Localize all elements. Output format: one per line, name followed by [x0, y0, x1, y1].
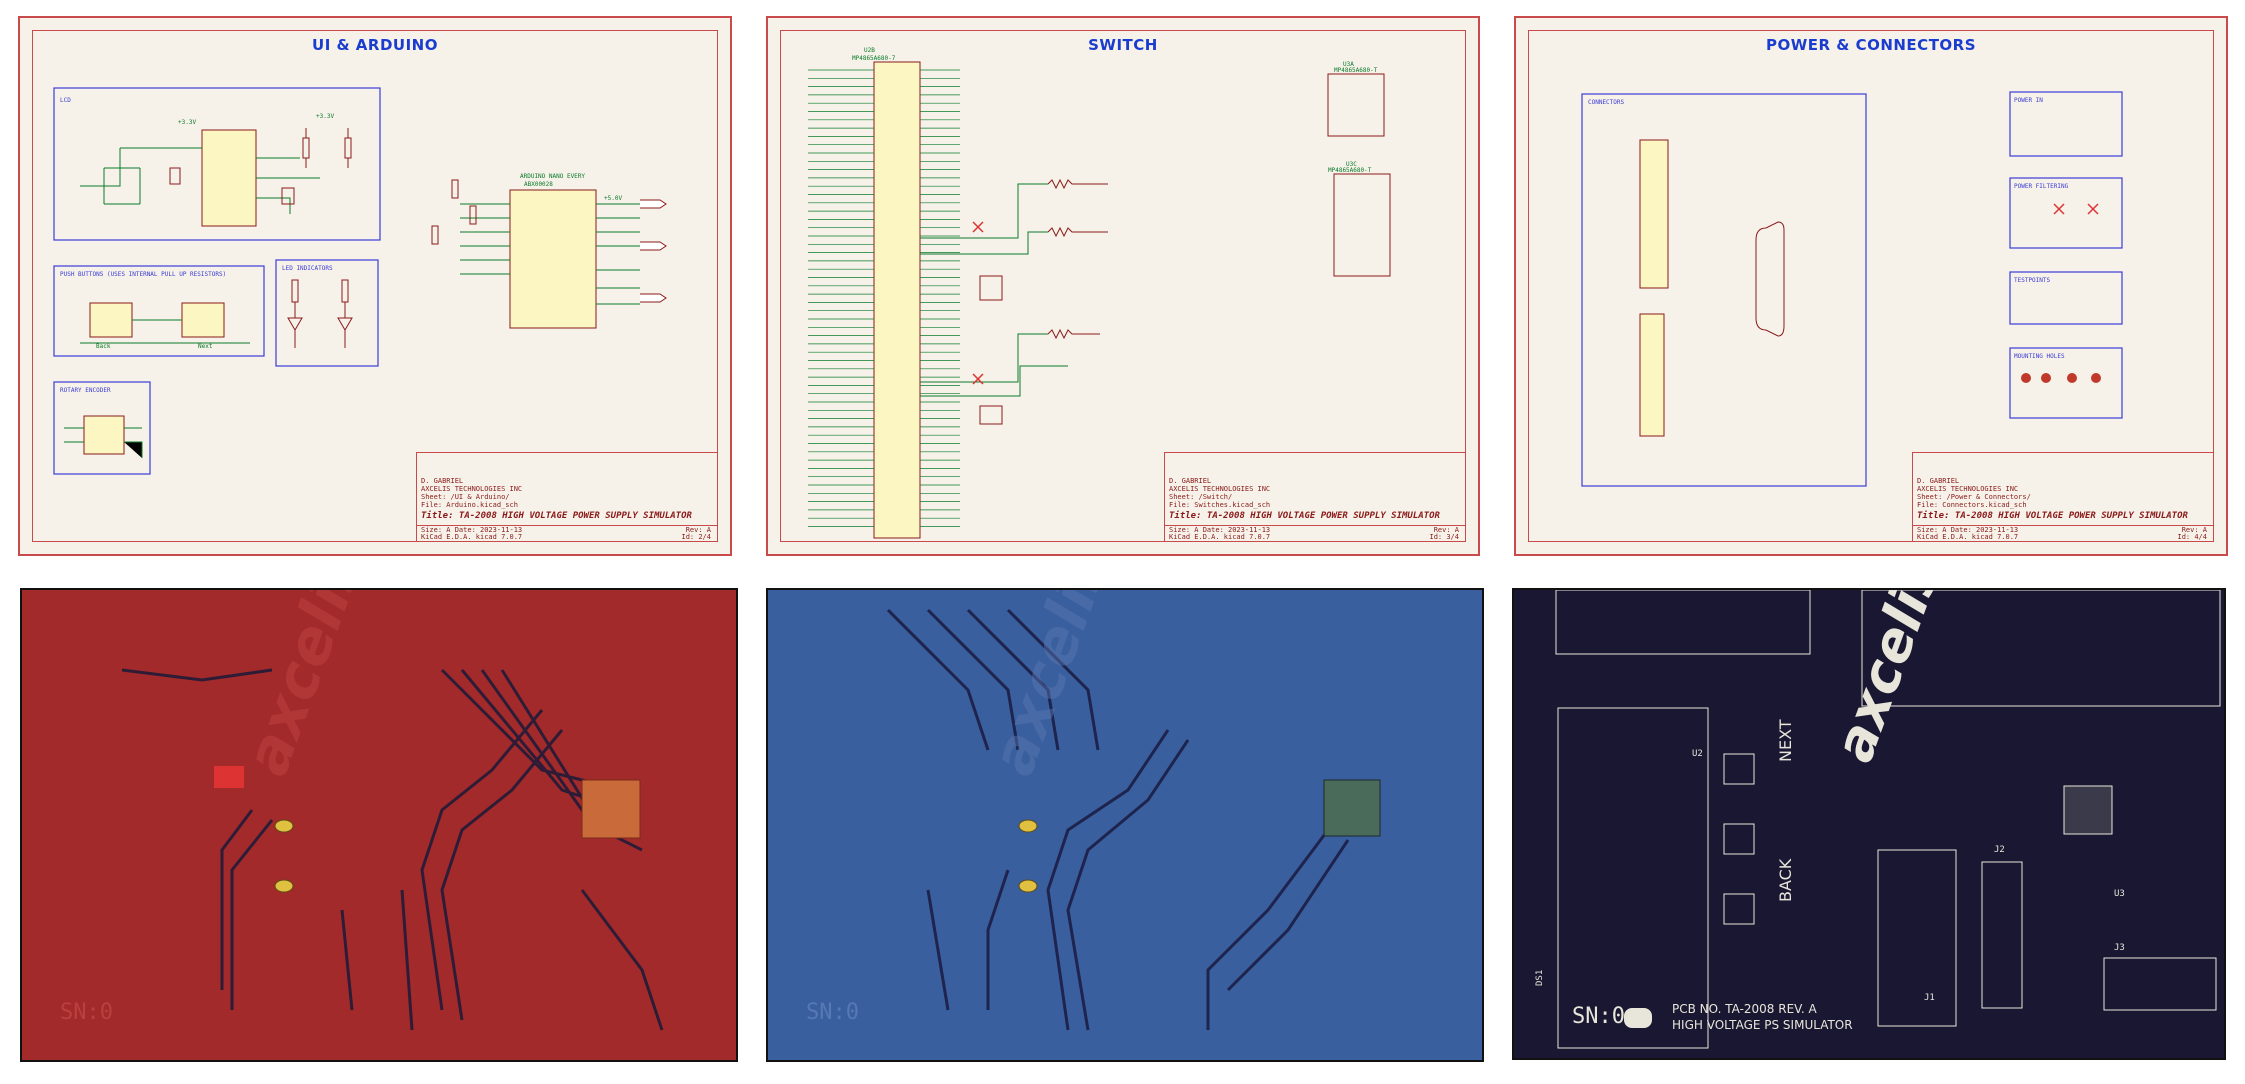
next-button-label: NEXT — [1776, 719, 1795, 762]
svg-text:+3.3V: +3.3V — [178, 119, 196, 126]
svg-text:ROTARY ENCODER: ROTARY ENCODER — [60, 387, 111, 394]
sheet-frame — [1528, 30, 2214, 542]
svg-text:MP4865A680-T: MP4865A680-T — [1328, 167, 1372, 174]
serial-number-label: SN:0 — [1572, 1004, 1625, 1029]
svg-text:J1: J1 — [1924, 993, 1935, 1003]
svg-text:J3: J3 — [2114, 943, 2125, 953]
svg-text:CONNECTORS: CONNECTORS — [1588, 99, 1625, 106]
svg-text:J2: J2 — [1994, 845, 2005, 855]
svg-text:+5.0V: +5.0V — [604, 195, 622, 202]
svg-text:LED INDICATORS: LED INDICATORS — [282, 265, 333, 272]
sheet-title: UI & ARDUINO — [312, 36, 438, 54]
serial-number-label: SN:0 — [60, 1000, 113, 1025]
pcb-top-copper-view[interactable]: axcelis SN:0 — [20, 588, 738, 1062]
sheet-title: SWITCH — [1088, 36, 1158, 54]
title-block: D. GABRIEL AXCELIS TECHNOLOGIES INC Shee… — [416, 452, 718, 542]
svg-text:POWER IN: POWER IN — [2014, 97, 2043, 104]
svg-text:U3C: U3C — [1346, 161, 1357, 168]
title-block: D. GABRIEL AXCELIS TECHNOLOGIES INC Shee… — [1164, 452, 1466, 542]
schematic-sheet-ui-arduino[interactable]: UI & ARDUINO +3.3V +3.3V — [18, 16, 732, 556]
svg-text:PUSH BUTTONS (USES INTERNAL PU: PUSH BUTTONS (USES INTERNAL PULL UP RESI… — [60, 271, 226, 278]
svg-text:LCD: LCD — [60, 97, 71, 104]
serial-number-label: SN:0 — [806, 1000, 859, 1025]
pcb-copper-drawing — [121, 668, 664, 1031]
svg-text:POWER FILTERING: POWER FILTERING — [2014, 183, 2069, 190]
pcb-bottom-copper-view[interactable]: axcelis SN:0 — [766, 588, 1484, 1062]
schematic-sheet-power-connectors[interactable]: POWER & CONNECTORS CONNECTORS POWER IN P… — [1514, 16, 2228, 556]
svg-text:+3.3V: +3.3V — [316, 113, 334, 120]
svg-text:MP4865A680-T: MP4865A680-T — [1334, 67, 1378, 74]
svg-text:DS1: DS1 — [1535, 970, 1545, 986]
svg-text:U3A: U3A — [1343, 61, 1354, 68]
svg-text:ABX00028: ABX00028 — [524, 181, 553, 188]
svg-text:MP4865A680-7: MP4865A680-7 — [852, 55, 896, 62]
title-block: D. GABRIEL AXCELIS TECHNOLOGIES INC Shee… — [1912, 452, 2214, 542]
svg-text:MOUNTING HOLES: MOUNTING HOLES — [2014, 353, 2065, 360]
pcb-number-label: PCB NO. TA-2008 REV. A — [1672, 1002, 1817, 1016]
svg-text:Back: Back — [96, 343, 111, 350]
svg-text:U2B: U2B — [864, 47, 875, 54]
svg-text:U2: U2 — [1692, 749, 1703, 759]
pcb-subtitle-label: HIGH VOLTAGE PS SIMULATOR — [1672, 1018, 1853, 1032]
back-button-label: BACK — [1776, 858, 1795, 902]
svg-text:TESTPOINTS: TESTPOINTS — [2014, 277, 2051, 284]
schematic-drawing: CONNECTORS POWER IN POWER FILTERING TEST… — [1581, 91, 2123, 487]
sheet-title: POWER & CONNECTORS — [1765, 36, 1977, 54]
sheet-frame — [32, 30, 718, 542]
svg-text:Next: Next — [198, 343, 213, 350]
pcb-copper-drawing — [886, 608, 1381, 1031]
svg-text:ARDUINO NANO EVERY: ARDUINO NANO EVERY — [520, 173, 585, 180]
sheet-frame — [780, 30, 1466, 542]
svg-text:U3: U3 — [2114, 889, 2125, 899]
